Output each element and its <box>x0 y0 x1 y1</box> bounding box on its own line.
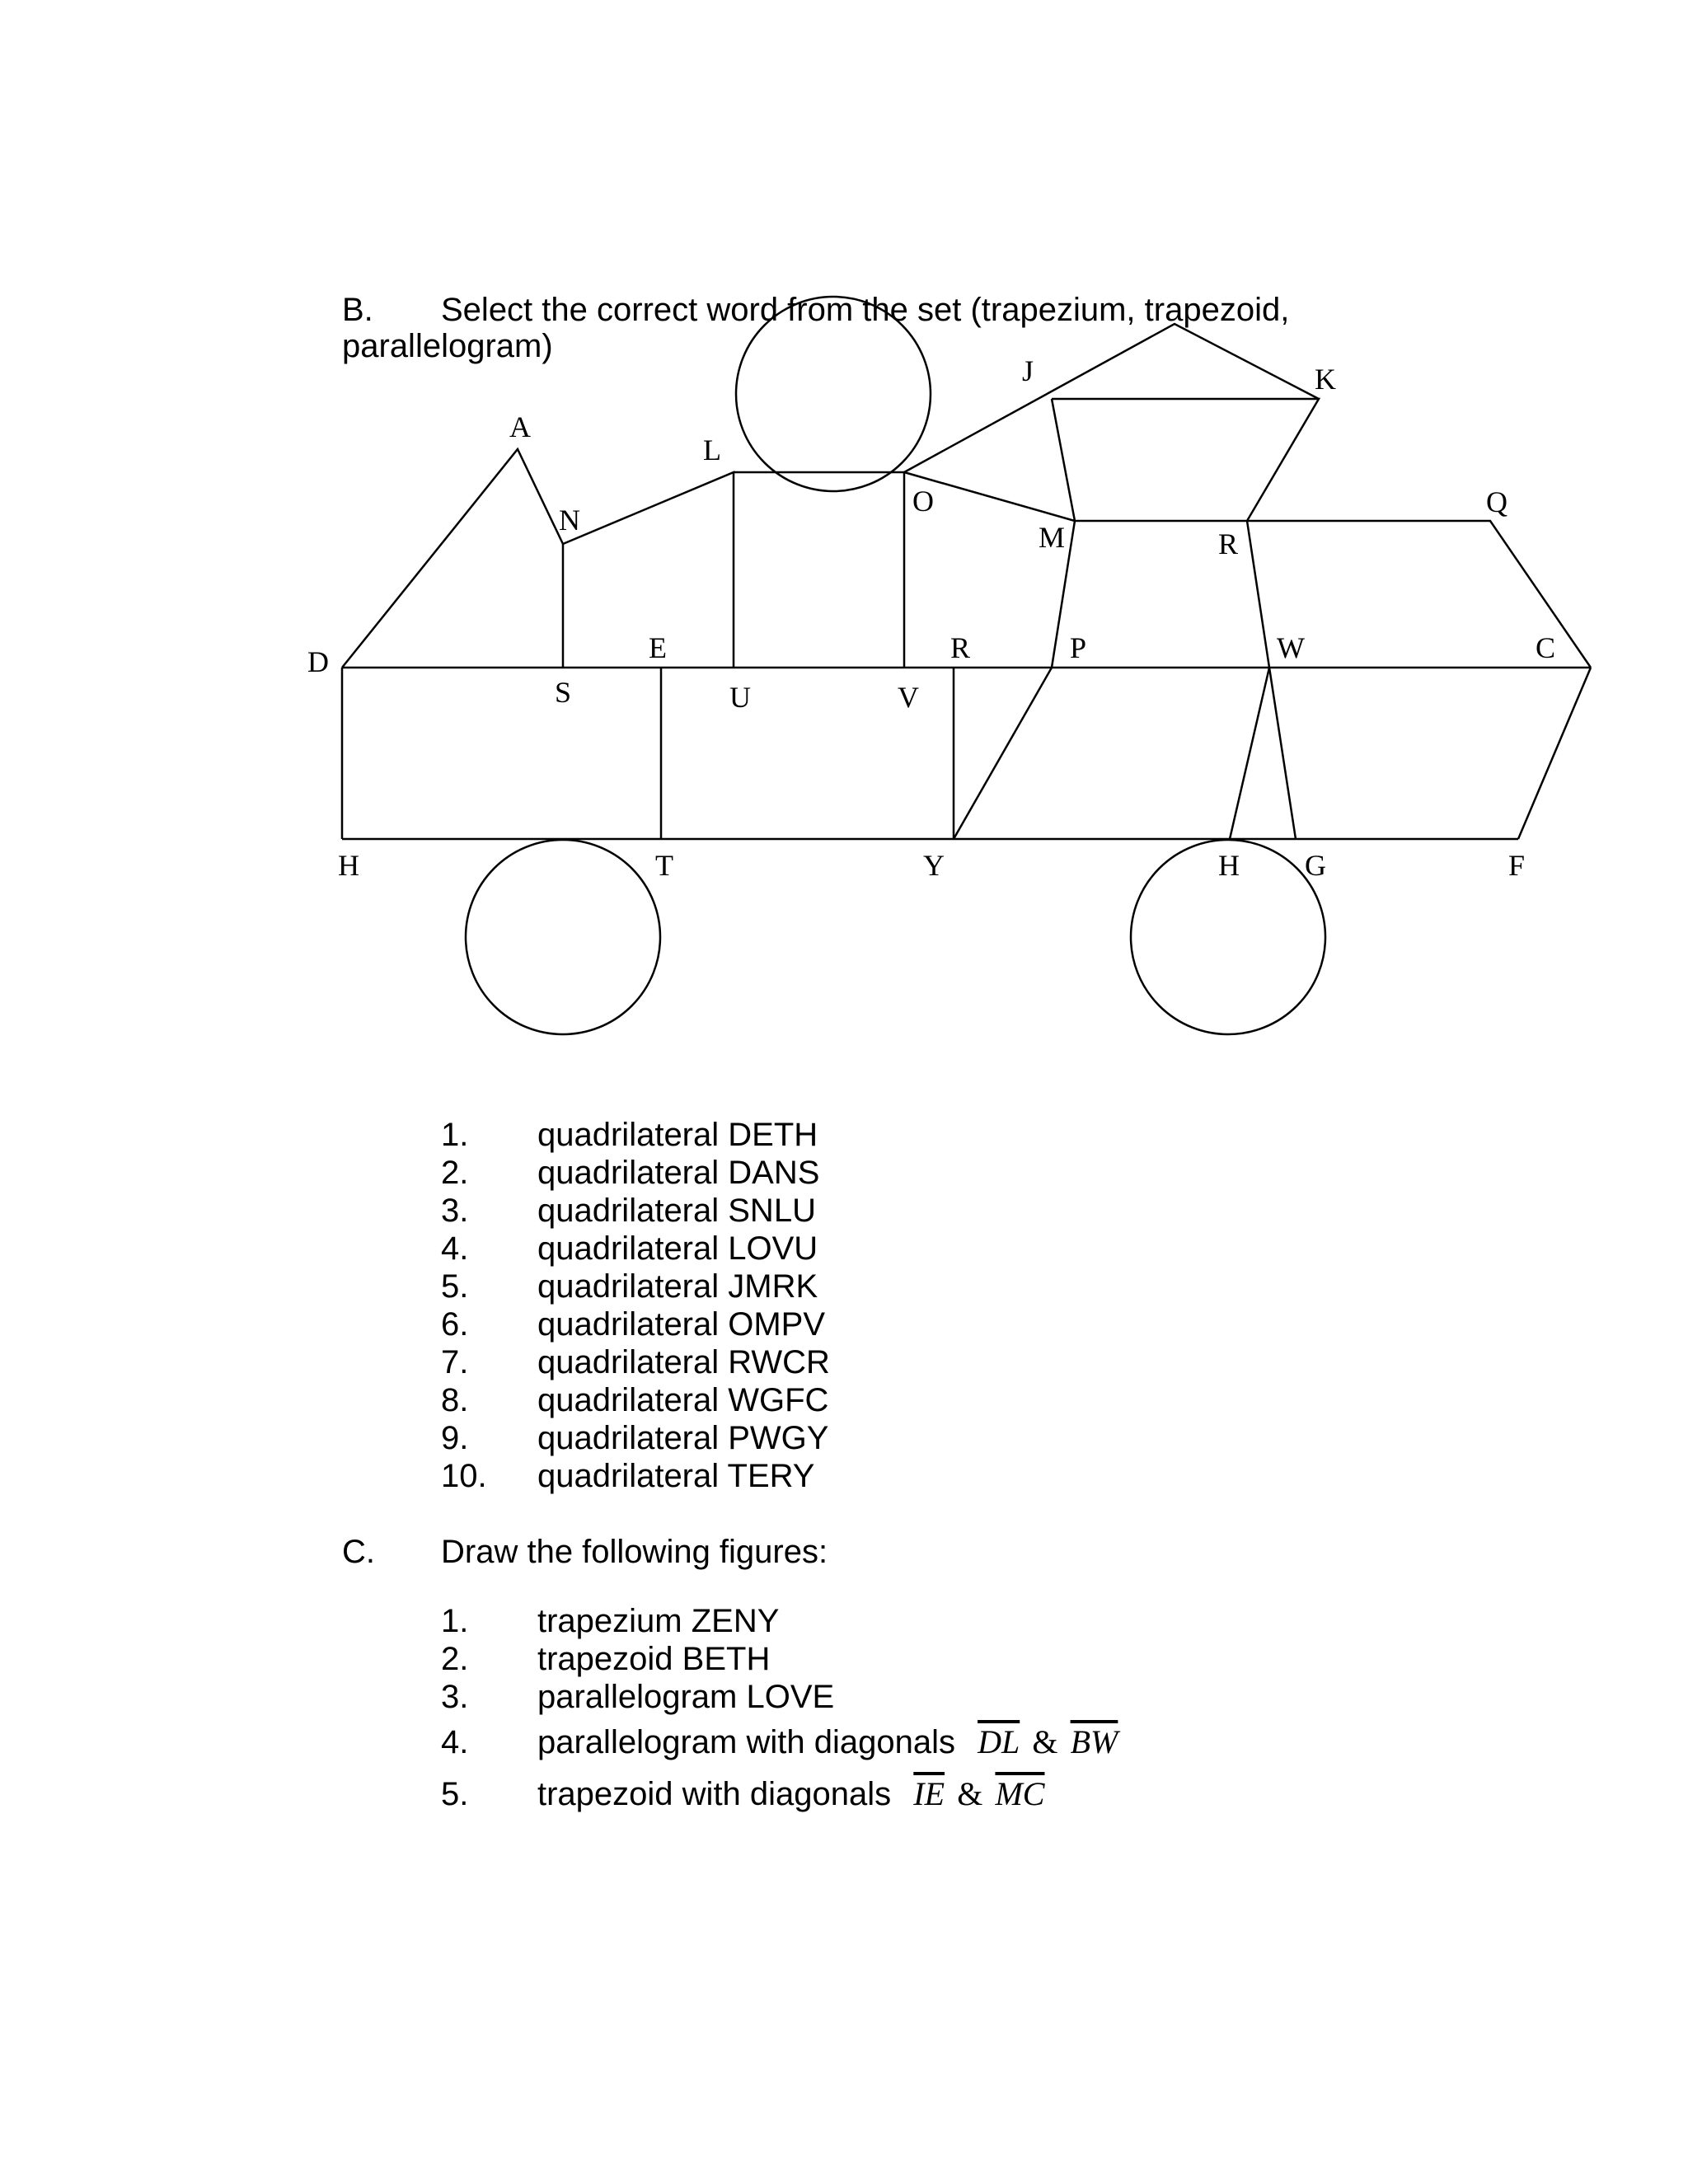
list-item-text: quadrilateral SNLU <box>537 1193 816 1229</box>
list-item-text: quadrilateral OMPV <box>537 1306 826 1343</box>
point-label-f: F <box>1508 849 1525 882</box>
list-item-number: 1. <box>441 1117 469 1153</box>
segment-notation: MC <box>995 1775 1045 1812</box>
point-label-n: N <box>559 504 580 537</box>
section-b-letter: B. <box>342 292 373 328</box>
triangle-ojk <box>903 322 1320 474</box>
list-item-text-with-segments: trapezoid with diagonals IE & MC <box>537 1775 1045 1813</box>
list-item-text: quadrilateral LOVU <box>537 1230 818 1267</box>
quad-rwcr <box>1247 519 1592 668</box>
left-wheel-circle <box>464 838 662 1036</box>
point-label-e: E <box>649 631 667 664</box>
point-label-m: M <box>1039 521 1065 554</box>
point-label-u: U <box>729 681 751 714</box>
list-item-text: parallelogram LOVE <box>537 1679 835 1715</box>
list-item-text: trapezium ZENY <box>537 1603 780 1639</box>
head-circle <box>734 295 932 493</box>
list-item-number: 7. <box>441 1344 469 1380</box>
list-item-text: quadrilateral RWCR <box>537 1344 830 1380</box>
point-label-w: W <box>1277 631 1305 664</box>
point-label-r-mid: R <box>950 631 970 664</box>
list-item-number: 8. <box>441 1382 469 1418</box>
segment-cf <box>1517 667 1592 840</box>
list-item-number: 3. <box>441 1679 469 1715</box>
list-item-text: quadrilateral PWGY <box>537 1420 829 1456</box>
ampersand: & <box>1032 1723 1058 1760</box>
segment-notation: DL <box>978 1723 1020 1760</box>
point-label-k: K <box>1315 363 1336 396</box>
list-item-text: parallelogram with diagonals <box>537 1724 955 1760</box>
point-label-q: Q <box>1486 485 1507 518</box>
list-item-number: 4. <box>441 1230 469 1267</box>
list-item-text: trapezoid with diagonals <box>537 1776 892 1812</box>
point-label-t: T <box>655 849 673 882</box>
section-b-instruction-line1: Select the correct word from the set (tr… <box>441 292 1290 328</box>
list-item-number: 9. <box>441 1420 469 1456</box>
list-item-text: quadrilateral WGFC <box>537 1382 829 1418</box>
segment-wh <box>1228 667 1271 840</box>
list-item-text: quadrilateral TERY <box>537 1458 815 1494</box>
ampersand: & <box>957 1775 983 1812</box>
segment-rw <box>1245 520 1271 668</box>
car-figure: A N L O J K M R Q D S E U V R P W C H T … <box>307 295 1592 1036</box>
list-item-number: 5. <box>441 1268 469 1305</box>
point-label-g: G <box>1305 849 1326 882</box>
segment-py <box>952 667 1053 840</box>
segment-notation: BW <box>1070 1723 1118 1760</box>
point-label-v: V <box>898 681 919 714</box>
segment-wg <box>1268 667 1297 840</box>
list-item-number: 6. <box>441 1306 469 1343</box>
list-item-text: trapezoid BETH <box>537 1641 771 1677</box>
list-item-number: 3. <box>441 1193 469 1229</box>
list-item-number: 4. <box>441 1724 469 1760</box>
list-item-text: quadrilateral JMRK <box>537 1268 818 1305</box>
quad-lovu <box>734 471 906 668</box>
list-item-number: 5. <box>441 1776 469 1812</box>
point-label-o: O <box>912 485 934 518</box>
list-item-number: 10. <box>441 1458 487 1494</box>
list-item-text: quadrilateral DETH <box>537 1117 818 1153</box>
point-label-p: P <box>1070 631 1086 664</box>
quad-jmrk <box>1050 397 1321 523</box>
point-label-l: L <box>703 434 721 466</box>
list-item-number: 2. <box>441 1641 469 1677</box>
list-item-number: 1. <box>441 1603 469 1639</box>
quad-dans <box>341 447 565 668</box>
point-label-h-right: H <box>1218 849 1240 882</box>
point-label-r-top: R <box>1218 527 1238 560</box>
segment-notation: IE <box>913 1775 945 1812</box>
section-c-letter: C. <box>342 1534 375 1570</box>
section-c-instruction: Draw the following figures: <box>441 1534 828 1570</box>
section-b-instruction-line2: parallelogram) <box>342 328 553 364</box>
point-label-y: Y <box>923 849 945 882</box>
point-label-a: A <box>509 410 531 443</box>
list-item-text-with-segments: parallelogram with diagonals DL & BW <box>537 1723 1118 1761</box>
point-label-h-left: H <box>338 849 359 882</box>
point-label-c: C <box>1536 631 1555 664</box>
list-item-number: 2. <box>441 1155 469 1191</box>
point-label-s: S <box>555 676 571 709</box>
point-label-j: J <box>1022 354 1034 387</box>
point-label-d: D <box>307 645 329 678</box>
list-item-text: quadrilateral DANS <box>537 1155 820 1191</box>
